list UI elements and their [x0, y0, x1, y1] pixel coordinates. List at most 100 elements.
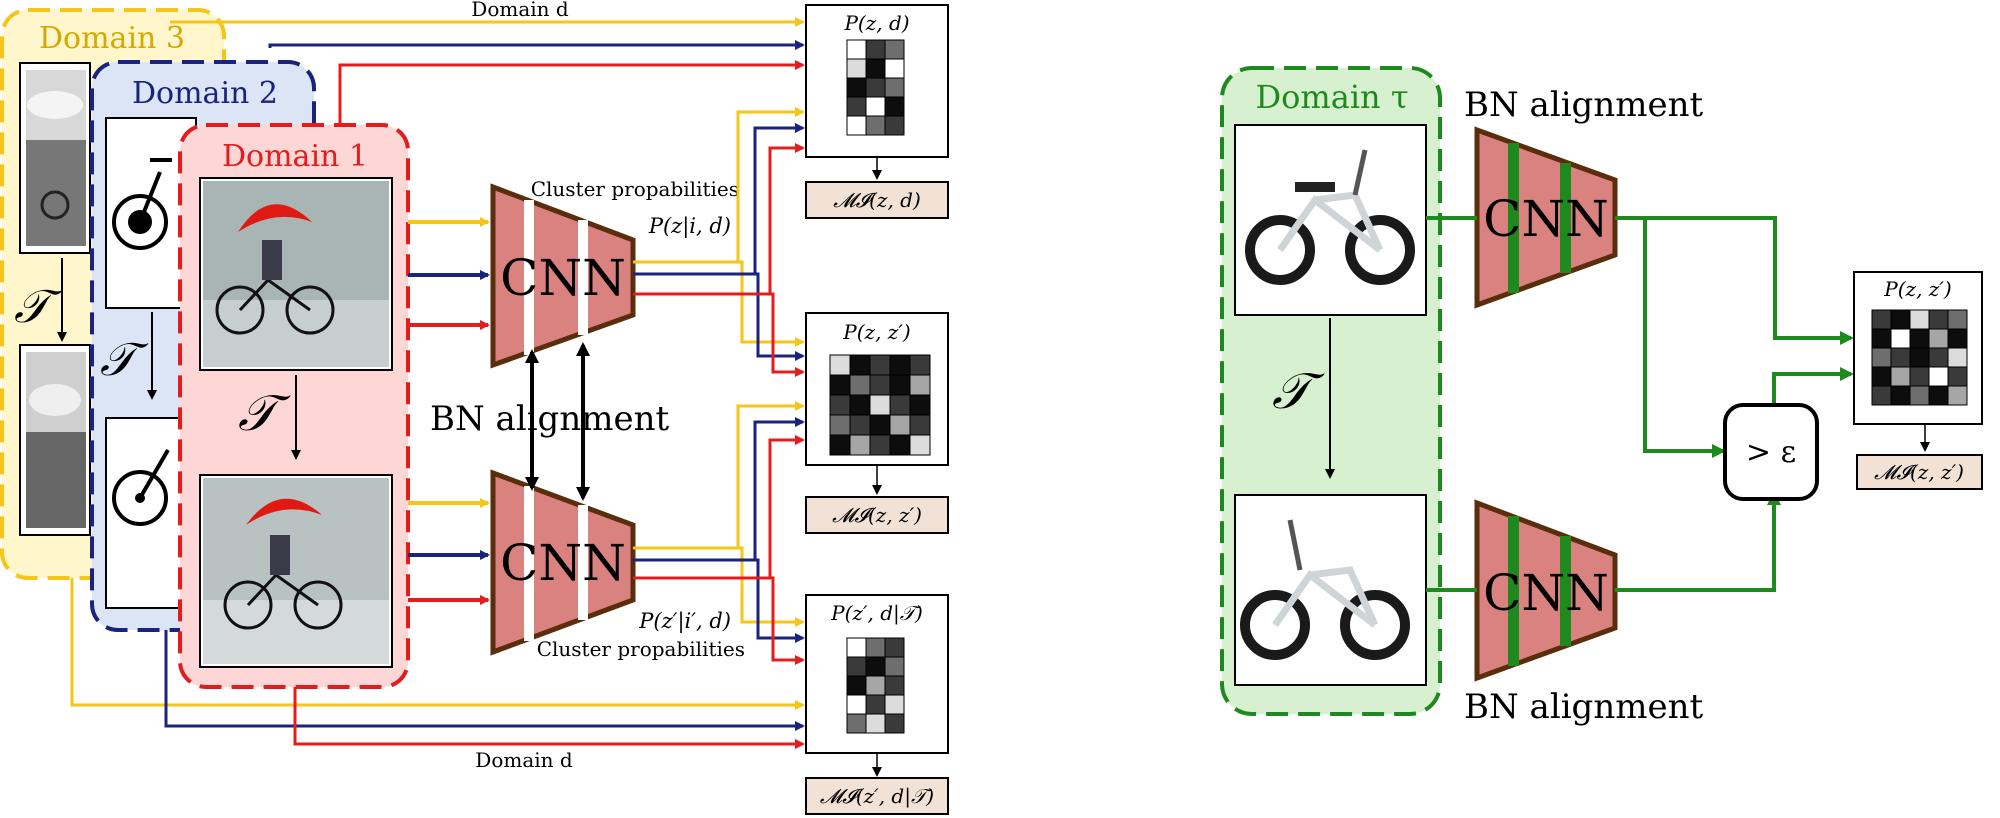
domain-tau-label: Domain τ: [1255, 78, 1408, 116]
matrix-cell: [869, 434, 891, 456]
matrix-cell: [884, 675, 905, 696]
matrix-cell: [1890, 366, 1911, 387]
matrix-cell: [884, 694, 905, 715]
cluster-prob-top-formula: P(z|i, d): [648, 214, 731, 239]
matrix-cell: [1909, 309, 1930, 330]
domain-2-label: Domain 2: [132, 76, 278, 111]
matrix-cell: [909, 434, 931, 456]
matrix-cell: [1928, 385, 1949, 406]
matrix-cell: [846, 637, 867, 658]
mi-z-d: 𝓜𝓘(z, d): [833, 188, 921, 212]
matrix-cell: [1947, 347, 1968, 368]
domain-tau-box: Domain τ 𝒯: [1220, 66, 1442, 716]
matrix-cell: [846, 39, 867, 60]
cnn-right-top-label: CNN: [1483, 190, 1609, 248]
matrix-cell: [884, 96, 905, 117]
domain-1-label: Domain 1: [222, 139, 368, 174]
matrix-cell: [884, 637, 905, 658]
matrix-cell: [1890, 385, 1911, 406]
matrix-p-z-zprime-title: P(z, z′): [842, 320, 910, 344]
matrix-cell: [1947, 309, 1968, 330]
matrix-p-z-zprime: P(z, z′) 𝓜𝓘(z, z′): [805, 312, 949, 534]
matrix-cell: [869, 354, 891, 376]
matrix-cell: [1928, 366, 1949, 387]
matrix-cell: [1909, 347, 1930, 368]
cnn-bottom: CNN: [490, 469, 636, 656]
matrix-cell: [865, 694, 886, 715]
matrix-cell: [869, 374, 891, 396]
matrix-cell: [865, 713, 886, 734]
matrix-cell: [909, 354, 931, 376]
matrix-cell: [1947, 385, 1968, 406]
domain-1-image-transformed: [199, 474, 393, 668]
matrix-cell: [869, 394, 891, 416]
cnn-bottom-label: CNN: [500, 534, 626, 592]
domain-tau-image-transformed: [1234, 494, 1427, 686]
matrix-cell: [846, 96, 867, 117]
matrix-cell: [889, 394, 911, 416]
matrix-right-p-z-zprime: P(z, z′) 𝓜𝓘(z, z′): [1853, 271, 1983, 490]
matrix-cell: [1928, 347, 1949, 368]
bn-alignment-bottom-label: BN alignment: [1464, 687, 1703, 727]
matrix-cell: [849, 434, 871, 456]
matrix-cell: [865, 39, 886, 60]
cluster-prob-top-label: Cluster propabilities: [531, 177, 739, 201]
matrix-cell: [865, 637, 886, 658]
cnn-top-output-arrows: [633, 107, 805, 377]
matrix-cell: [846, 115, 867, 136]
matrix-cell: [884, 656, 905, 677]
matrix-cell: [846, 656, 867, 677]
matrix-cell: [1909, 385, 1930, 406]
matrix-cell: [889, 414, 911, 436]
matrix-cell: [829, 414, 851, 436]
matrix-cell: [865, 96, 886, 117]
matrix-cell: [849, 394, 871, 416]
matrix-cell: [909, 414, 931, 436]
matrix-cell: [849, 374, 871, 396]
matrix-cell: [846, 694, 867, 715]
matrix-cell: [865, 675, 886, 696]
matrix-cell: [1928, 328, 1949, 349]
matrix-cell: [889, 354, 911, 376]
cnn-top-label: CNN: [500, 249, 626, 307]
matrix-cell: [829, 374, 851, 396]
bn-alignment-label: BN alignment: [430, 399, 669, 439]
matrix-cell: [889, 374, 911, 396]
matrix-cell: [846, 58, 867, 79]
matrix-cell: [1890, 328, 1911, 349]
matrix-cell: [846, 713, 867, 734]
matrix-cell: [1871, 309, 1892, 330]
matrix-cell: [865, 656, 886, 677]
matrix-cell: [829, 354, 851, 376]
matrix-cell: [884, 77, 905, 98]
matrix-p-z-d: P(z, d) 𝓜𝓘(z, d): [805, 4, 949, 219]
matrix-cell: [889, 434, 911, 456]
domain-1-box: Domain 1 𝒯: [178, 123, 410, 689]
matrix-cell: [1871, 366, 1892, 387]
matrix-cell: [869, 414, 891, 436]
matrix-cell: [1871, 347, 1892, 368]
matrix-cell: [1890, 347, 1911, 368]
matrix-cell: [884, 58, 905, 79]
cnn-bottom-output-arrows: [633, 401, 805, 665]
matrix-cell: [865, 77, 886, 98]
matrix-cell: [829, 434, 851, 456]
matrix-p-z-d-title: P(z, d): [843, 11, 909, 35]
cnn-right-bottom-label: CNN: [1483, 564, 1609, 622]
domain-d-top-label: Domain d: [471, 0, 569, 21]
cnn-input-arrows: [408, 217, 490, 605]
domain-3-label: Domain 3: [39, 21, 185, 56]
bn-alignment-arrows: [525, 342, 590, 501]
matrix-cell: [1947, 328, 1968, 349]
domain-d-bottom-label: Domain d: [475, 748, 573, 772]
matrix-cell: [846, 675, 867, 696]
cluster-prob-bottom-formula: P(z′|i′, d): [638, 609, 731, 634]
domain-d-bottom-arrows: [70, 578, 805, 749]
bn-alignment-top-label: BN alignment: [1464, 85, 1703, 125]
matrix-cell: [849, 414, 871, 436]
domain-1-image-original: [199, 177, 393, 371]
matrix-cell: [1871, 328, 1892, 349]
cluster-prob-bottom-label: Cluster propabilities: [537, 637, 745, 661]
